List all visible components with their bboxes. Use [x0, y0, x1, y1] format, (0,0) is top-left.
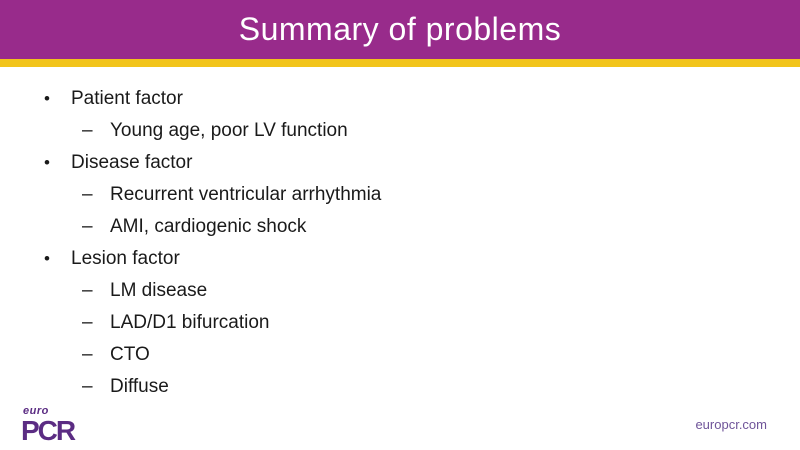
bullet-text: LAD/D1 bifurcation	[110, 312, 270, 333]
bullet-list: •Patient factor–Young age, poor LV funct…	[0, 83, 800, 403]
sub-bullet-item: –Diffuse	[0, 371, 800, 403]
logo-pcr-text: PCR	[21, 415, 76, 446]
bullet-item: • Disease factor	[0, 147, 800, 179]
bullet-text: LM disease	[110, 280, 208, 301]
bullet-dash-icon: –	[82, 216, 93, 237]
sub-bullet-item: –CTO	[0, 339, 800, 371]
bullet-dash-icon: –	[82, 344, 93, 365]
bullet-text: Disease factor	[71, 152, 193, 173]
page-title: Summary of problems	[238, 11, 562, 47]
accent-bar	[0, 59, 800, 67]
sub-bullet-item: –LM disease	[0, 275, 800, 307]
sub-bullet-item: –LAD/D1 bifurcation	[0, 307, 800, 339]
sub-bullet-item: –Young age, poor LV function	[0, 115, 800, 147]
bullet-text: Young age, poor LV function	[110, 120, 348, 141]
bullet-dash-icon: –	[82, 184, 93, 205]
slide-header: Summary of problems	[0, 0, 800, 59]
europcr-logo: euro PCR	[21, 405, 76, 446]
bullet-dash-icon: –	[82, 312, 93, 333]
bullet-text: CTO	[110, 344, 150, 365]
logo-euro-text: euro	[23, 405, 49, 417]
sub-bullet-item: –Recurrent ventricular arrhythmia	[0, 179, 800, 211]
bullet-text: Recurrent ventricular arrhythmia	[110, 184, 382, 205]
bullet-text: AMI, cardiogenic shock	[110, 216, 307, 237]
bullet-dot-icon: •	[44, 153, 50, 172]
bullet-item: • Lesion factor	[0, 243, 800, 275]
bullet-item: • Patient factor	[0, 83, 800, 115]
bullet-dot-icon: •	[44, 89, 50, 108]
bullet-dash-icon: –	[82, 120, 93, 141]
bullet-dash-icon: –	[82, 280, 93, 301]
bullet-dash-icon: –	[82, 376, 93, 397]
bullet-text: Lesion factor	[71, 248, 180, 269]
bullet-text: Diffuse	[110, 376, 169, 397]
bullet-text: Patient factor	[71, 88, 183, 109]
sub-bullet-item: –AMI, cardiogenic shock	[0, 211, 800, 243]
bullet-dot-icon: •	[44, 249, 50, 268]
website-link: europcr.com	[695, 417, 767, 432]
